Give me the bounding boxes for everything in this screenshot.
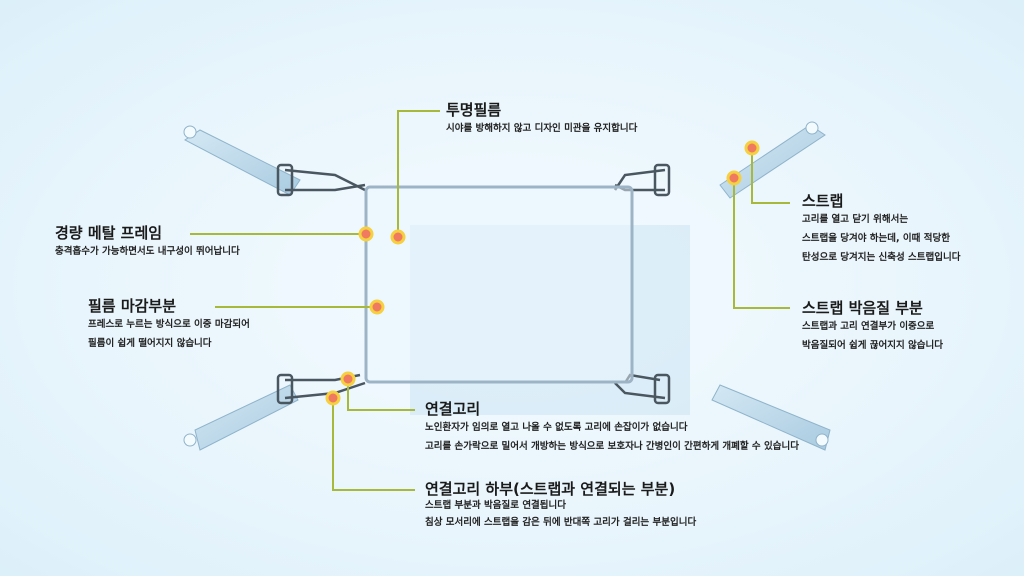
callout-title: 연결고리 하부(스트랩과 연결되는 부분) (425, 480, 676, 498)
callout-text: 프레스로 누르는 방식으로 이중 마감되어 (88, 319, 250, 330)
callout-frame: 경량 메탈 프레임 충격흡수가 가능하면서도 내구성이 뛰어납니다 (55, 224, 240, 261)
callout-text: 시야를 방해하지 않고 디자인 미관을 유지합니다 (446, 123, 638, 134)
strap-top-right (719, 121, 826, 199)
callout-hook-base: 연결고리 하부(스트랩과 연결되는 부분) 스트랩 부분과 박음질로 연결됩니다… (425, 480, 696, 532)
callout-text: 스트랩을 당겨야 하는데, 이때 적당한 (802, 233, 950, 244)
callout-text: 고리를 손가락으로 밀어서 개방하는 방식으로 보호자나 간병인이 간편하게 개… (425, 441, 799, 452)
callout-text: 고리를 열고 닫기 위해서는 (802, 214, 909, 225)
callout-text: 침상 모서리에 스트랩을 감은 뒤에 반대쪽 고리가 걸리는 부분입니다 (425, 517, 697, 528)
callout-finish: 필름 마감부분 프레스로 누르는 방식으로 이중 마감되어 필름이 쉽게 떨어지… (88, 297, 250, 353)
callout-film: 투명필름 시야를 방해하지 않고 디자인 미관을 유지합니다 (446, 101, 637, 138)
callout-title: 필름 마감부분 (88, 297, 177, 315)
callout-strap: 스트랩 고리를 열고 닫기 위해서는 스트랩을 당겨야 하는데, 이때 적당한 … (802, 192, 961, 267)
callout-text: 스트랩 부분과 박음질로 연결됩니다 (425, 500, 567, 511)
callout-text: 충격흡수가 가능하면서도 내구성이 뛰어납니다 (55, 246, 240, 257)
callout-stitch: 스트랩 박음질 부분 스트랩과 고리 연결부가 이중으로 박음질되어 쉽게 끊어… (802, 299, 943, 355)
marker-dots (325, 140, 760, 406)
strap-bottom-right (711, 384, 831, 451)
metal-frame (364, 185, 634, 384)
strap-top-left (183, 125, 301, 196)
callout-text: 노인환자가 임의로 열고 나올 수 없도록 고리에 손잡이가 없습니다 (425, 422, 688, 433)
callout-text: 스트랩과 고리 연결부가 이중으로 (802, 321, 935, 332)
callout-title: 투명필름 (446, 101, 502, 119)
callout-title: 스트랩 (802, 192, 844, 210)
callout-text: 탄성으로 당겨지는 신축성 스트랩입니다 (802, 252, 961, 263)
leader-lines (190, 110, 790, 491)
callout-text: 박음질되어 쉽게 끊어지지 않습니다 (802, 340, 944, 351)
callout-title: 연결고리 (425, 400, 481, 418)
callout-title: 경량 메탈 프레임 (55, 224, 163, 242)
callout-title: 스트랩 박음질 부분 (802, 299, 923, 317)
callout-text: 필름이 쉽게 떨어지지 않습니다 (88, 338, 212, 349)
callout-hook: 연결고리 노인환자가 임의로 열고 나올 수 없도록 고리에 손잡이가 없습니다… (425, 400, 799, 456)
strap-bottom-left (183, 384, 299, 451)
